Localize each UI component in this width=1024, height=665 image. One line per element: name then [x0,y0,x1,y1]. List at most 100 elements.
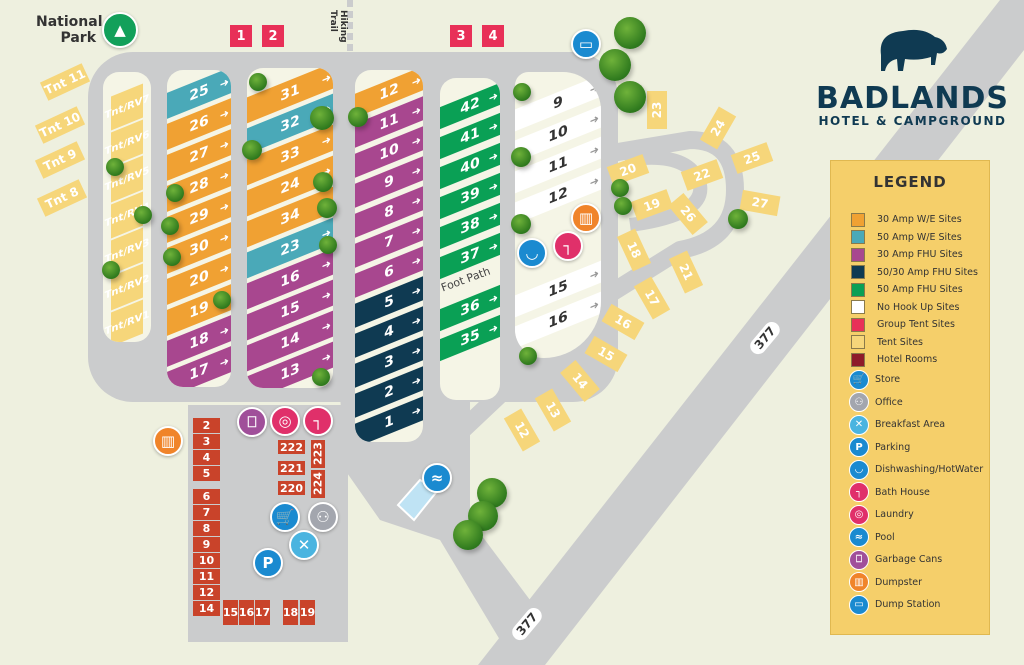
arrow-right-icon: ➜ [411,222,421,240]
trash-icon[interactable]: ⎕ [237,407,267,437]
hotel-room[interactable]: 16 [239,600,254,625]
swimmer-icon: ≈ [849,527,869,548]
group-tent-site[interactable]: 2 [262,25,284,47]
cart-icon[interactable]: 🛒 [270,502,300,532]
hotel-room[interactable]: 11 [193,569,220,584]
legend-swatch [851,212,865,227]
tree-icon [213,291,231,309]
arrow-right-icon: ➜ [411,72,421,90]
hotel-room[interactable]: 17 [255,600,270,625]
people-icon[interactable]: ⚇ [308,502,338,532]
hotel-room[interactable]: 18 [283,600,298,625]
arrow-right-icon: ➜ [219,229,229,247]
legend-label: Group Tent Sites [877,319,955,331]
legend-label: Office [875,396,903,408]
arrow-right-icon: ➜ [589,79,599,97]
tree-icon [310,106,334,130]
dumpster-icon[interactable]: ▥ [571,203,601,233]
site-number: 9 [384,172,394,192]
site-number: 16 [548,308,568,332]
site-number: 41 [460,124,480,148]
hotel-room[interactable]: 9 [193,537,220,552]
group-tent-site[interactable]: 1 [230,25,252,47]
site-column-e: 42➜41➜40➜39➜38➜37➜36➜35➜ [440,78,500,400]
dumpster-icon[interactable]: ▥ [153,426,183,456]
legend-label: Store [875,374,901,386]
washer-icon[interactable]: ◎ [270,406,300,436]
site-number: 12 [379,80,399,104]
hotel-room[interactable]: 224 [311,470,325,498]
swimmer-icon[interactable]: ≈ [422,463,452,493]
arrow-right-icon: ➜ [589,110,599,128]
tree-icon [319,236,337,254]
hotel-room[interactable]: 10 [193,553,220,568]
hiking-trail-label: Hiking Trail [328,10,348,43]
site-number: 42 [460,94,480,118]
legend-item: 30 Amp FHU Sites [831,246,989,264]
hotel-room[interactable]: 6 [193,489,220,504]
arrow-right-icon: ➜ [411,282,421,300]
tent-site[interactable]: 23 [647,91,667,129]
site-number: 5 [384,292,394,312]
site-number: 14 [280,329,300,353]
arrow-right-icon: ➜ [488,118,498,135]
legend-label: 50 Amp FHU Sites [877,284,963,296]
arrow-right-icon: ➜ [488,208,498,225]
arrow-right-icon: ➜ [219,322,229,340]
hotel-room[interactable]: 15 [223,600,238,625]
legend-label: 30 Amp FHU Sites [877,249,963,261]
legend-item: Group Tent Sites [831,316,989,334]
hotel-room[interactable]: 5 [193,466,220,481]
hotel-room[interactable]: 220 [278,481,305,495]
group-tent-site[interactable]: 4 [482,25,504,47]
group-tent-site[interactable]: 3 [450,25,472,47]
trash-icon: ⎕ [849,549,869,570]
legend-item: ▥Dumpster [831,571,989,594]
tree-icon [313,172,333,192]
hotel-room[interactable]: 14 [193,601,220,616]
mountain-icon[interactable]: ▲ [102,12,138,48]
hotel-room[interactable]: 19 [300,600,315,625]
parking-icon[interactable]: P [253,548,283,578]
site-number: 38 [460,214,480,238]
sink-icon[interactable]: ◡ [517,238,547,268]
hotel-room[interactable]: 4 [193,450,220,465]
site-number: 31 [280,81,300,105]
legend-label: Bath House [875,486,930,498]
shower-icon[interactable]: ┐ [553,231,583,261]
hotel-room[interactable]: 3 [193,434,220,449]
tree-icon [317,198,337,218]
legend-label: Tent Sites [877,336,923,348]
legend-item: ◎Laundry [831,504,989,527]
utensils-icon[interactable]: ✕ [289,530,319,560]
tree-icon [161,217,179,235]
legend-label: Parking [875,441,911,453]
arrow-right-icon: ➜ [321,131,331,149]
hotel-room[interactable]: 222 [278,440,305,454]
legend-swatch [851,317,865,332]
arrow-right-icon: ➜ [219,105,229,123]
hotel-room[interactable]: 8 [193,521,220,536]
tree-icon [348,107,368,127]
rv-dump-icon[interactable]: ▭ [571,29,601,59]
site-number: 1 [384,412,394,432]
hotel-room[interactable]: 7 [193,505,220,520]
hotel-room[interactable]: 12 [193,585,220,600]
shower-icon[interactable]: ┐ [303,406,333,436]
arrow-right-icon: ➜ [321,255,331,273]
arrow-right-icon: ➜ [411,312,421,330]
hotel-room[interactable]: 2 [193,418,220,433]
hotel-room[interactable]: 223 [311,440,325,468]
arrow-right-icon: ➜ [219,260,229,278]
hotel-room[interactable]: 221 [278,461,305,475]
legend-swatch [851,335,865,350]
tree-icon [312,368,330,386]
legend-title: LEGEND [873,173,947,191]
legend-item: ┐Bath House [831,481,989,504]
arrow-right-icon: ➜ [488,290,498,307]
legend-label: Dishwashing/HotWater [875,464,984,476]
arrow-right-icon: ➜ [411,342,421,360]
arrow-right-icon: ➜ [321,286,331,304]
sink-icon: ◡ [849,459,869,480]
